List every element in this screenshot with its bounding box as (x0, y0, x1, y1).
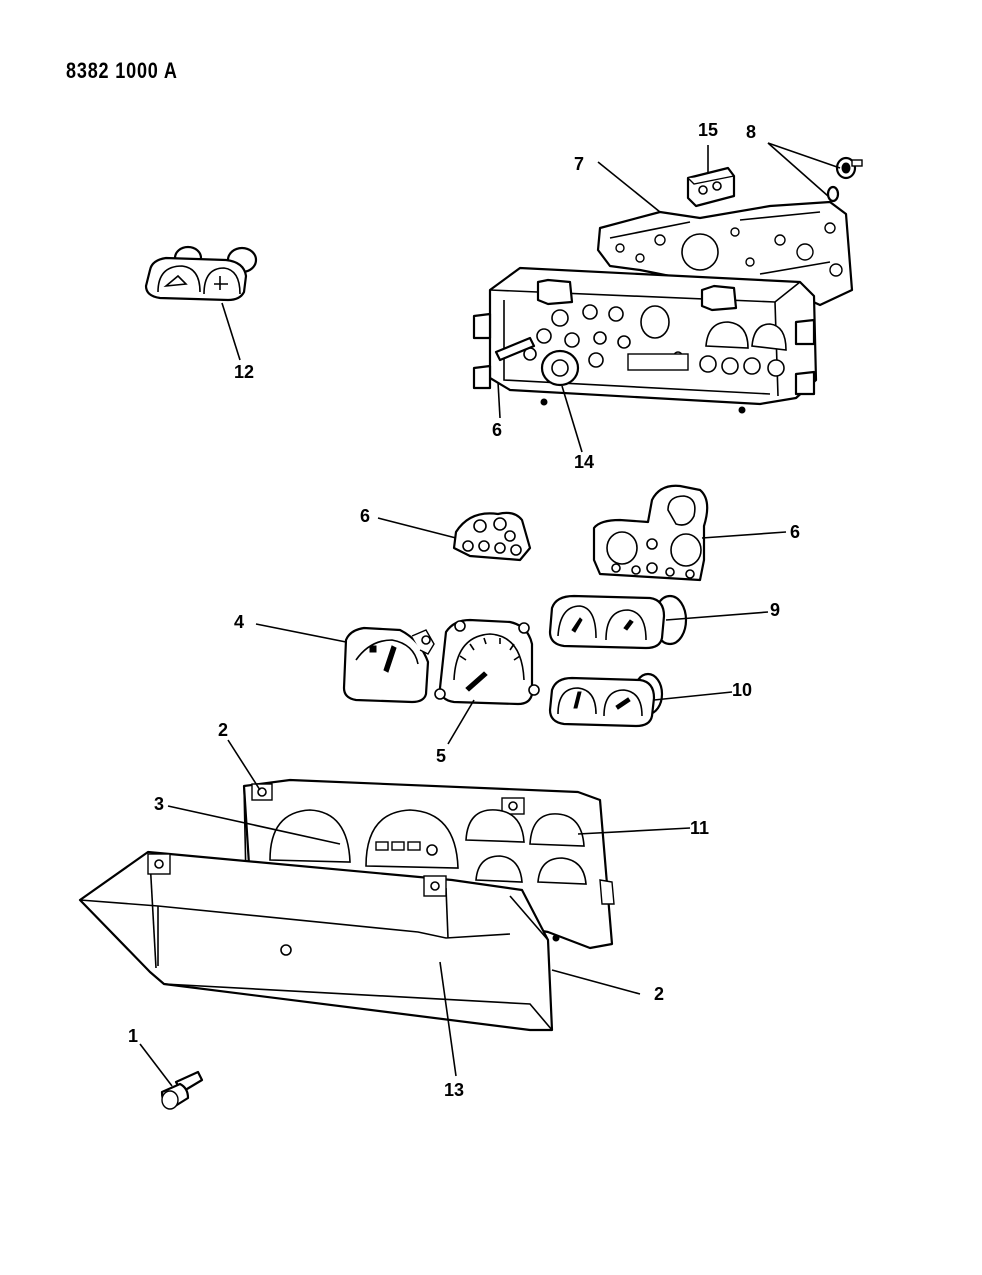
part-13-cluster-hood-icon (78, 850, 554, 1032)
callout-6-large-mask: 6 (790, 522, 800, 542)
part-6-small-gauge-mask-icon (452, 511, 532, 562)
callout-14: 14 (574, 452, 594, 472)
part-9-dual-gauge-icon (548, 594, 688, 650)
callout-9: 9 (770, 600, 780, 620)
callout-5: 5 (436, 746, 446, 766)
part-4-fuel-gauge-icon (342, 626, 435, 704)
callout-10: 10 (732, 680, 752, 700)
part-6-large-gauge-mask-icon (592, 484, 709, 582)
callout-11: 11 (690, 818, 709, 838)
callout-7: 7 (574, 154, 584, 174)
drawing-reference-code: 8382 1000 A (66, 58, 178, 83)
leader-lines (139, 142, 841, 1087)
part-15-connector-icon (686, 166, 736, 208)
cluster-housing-icon (472, 266, 818, 414)
part-1-knob-icon (160, 1070, 204, 1110)
callout-2-bottom: 2 (654, 984, 664, 1004)
part-8-bulb-socket-icon (826, 156, 863, 203)
callout-4: 4 (234, 612, 244, 632)
callout-2-top: 2 (218, 720, 228, 740)
part-12-oil-temp-gauge-icon (144, 245, 258, 302)
callout-3: 3 (154, 794, 164, 814)
part-14-grommet-icon (540, 349, 580, 387)
callout-8: 8 (746, 122, 756, 142)
callout-15: 15 (698, 120, 718, 140)
part-7-circuit-board-icon (596, 200, 854, 307)
callout-6-small-mask: 6 (360, 506, 370, 526)
callout-13: 13 (444, 1080, 464, 1100)
part-10-dual-gauge-icon (548, 672, 664, 728)
callout-1: 1 (128, 1026, 138, 1046)
callout-12: 12 (234, 362, 254, 382)
part-5-speedometer-icon (434, 618, 540, 706)
callout-6-housing: 6 (492, 420, 502, 440)
callout-labels: 15 8 7 12 6 14 6 6 4 9 10 5 2 3 11 2 13 … (128, 120, 800, 1100)
